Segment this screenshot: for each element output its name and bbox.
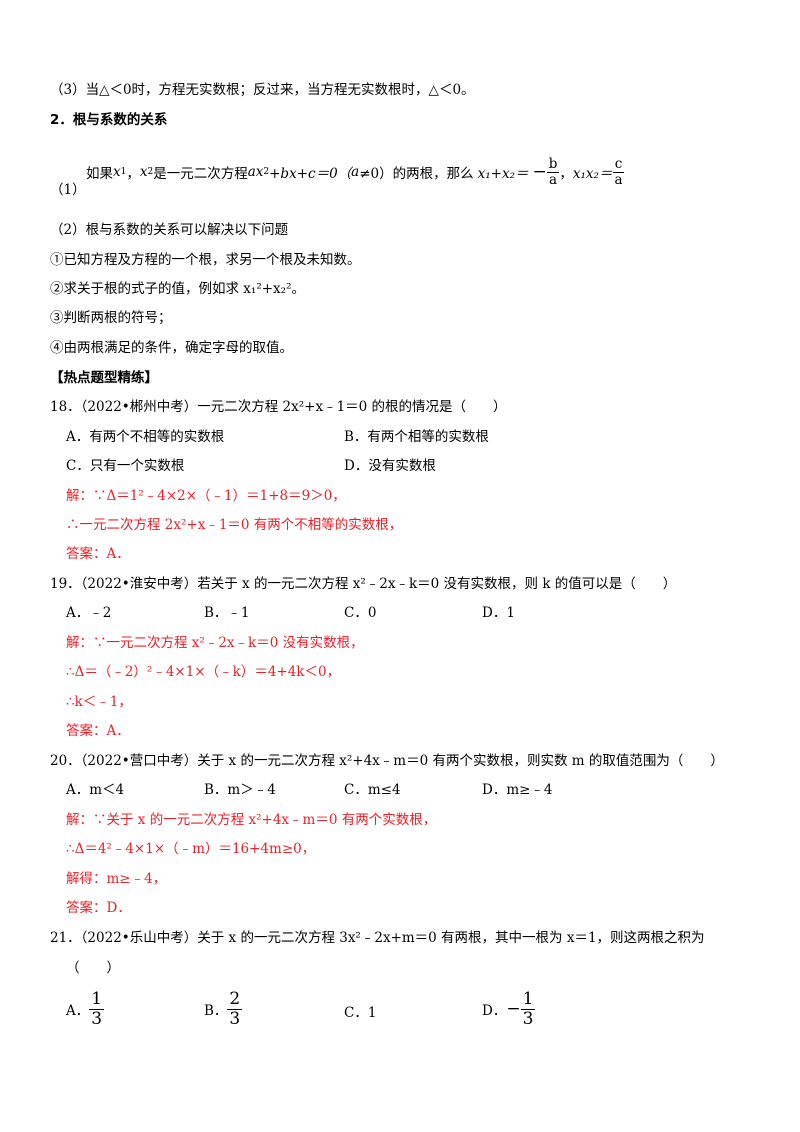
use-item-2: ②求关于根的式子的值，例如求 x₁²+x₂²。 [50,281,305,297]
minus-sign: − [532,162,547,182]
q20-solution-1: 解：∵关于 x 的一元二次方程 x²+4x﹣m＝0 有两个实数根， [66,812,437,828]
frac-den: 3 [229,1008,241,1029]
minus-sign: − [506,999,521,1020]
q18-option-c: C．只有一个实数根 [66,458,185,474]
vieta-cond: ≠0）的两根，那么 [359,166,474,182]
q20-option-d: D．m≥﹣4 [482,782,553,798]
frac-num: b [546,155,560,173]
q19-option-a: A．﹣2 [66,605,112,621]
frac-num: 1 [89,989,105,1010]
prod-lhs: x₁x₂＝ [572,166,613,182]
frac-num: 1 [520,989,536,1010]
use-item-4: ④由两根满足的条件，确定字母的取值。 [50,340,293,356]
vieta-intro: 如果 [86,166,113,182]
q20-solution-3: 解得：m≥﹣4， [66,871,167,887]
frac-num: c [612,155,625,173]
frac-den: a [614,171,623,188]
q21-option-c: C．1 [344,1005,377,1021]
section-2-text: （2）根与系数的关系可以解决以下问题 [50,222,289,238]
q18-solution-2: ∴一元二次方程 2x²+x﹣1＝0 有两个不相等的实数根， [66,517,403,533]
practice-title: 【热点题型精练】 [50,370,158,386]
q20-solution-2: ∴Δ＝4²﹣4×1×（﹣m）＝16+4m≥0， [66,841,316,857]
var-x2: x [139,164,148,180]
q18-option-b: B．有两个相等的实数根 [344,429,489,445]
q21-stem: 21．（2022•乐山中考）关于 x 的一元二次方程 3x²﹣2x+m＝0 有两… [50,930,705,946]
comma: ， [126,166,140,182]
vieta-mid: 是一元二次方程 [153,166,248,182]
q20-option-a: A．m＜4 [66,782,125,798]
q20-answer: 答案：D． [66,900,131,916]
q18-stem: 18．（2022•郴州中考）一元二次方程 2x²+x﹣1＝0 的根的情况是（ ） [50,399,507,415]
frac-den: a [549,171,558,188]
q21-paren: （ ） [66,960,120,976]
eq-ax: ax [247,164,264,180]
var-a: a [351,164,360,180]
q20-stem: 20．（2022•营口中考）关于 x 的一元二次方程 x²+4x﹣m＝0 有两个… [50,753,724,769]
frac-den: 3 [522,1008,534,1029]
q19-option-d: D．1 [482,605,515,621]
q19-solution-1: 解：∵一元二次方程 x²﹣2x﹣k＝0 没有实数根， [66,635,364,651]
q18-answer: 答案：A． [66,546,130,562]
q19-option-b: B．﹣1 [204,605,250,621]
frac-den: 3 [91,1008,103,1029]
q19-answer: 答案：A． [66,723,130,739]
q20-option-b: B．m＞﹣4 [204,782,276,798]
comma: ， [559,166,573,182]
q18-option-d: D．没有实数根 [344,458,436,474]
vieta-label: （1） [50,182,86,198]
q19-stem: 19．（2022•淮安中考）若关于 x 的一元二次方程 x²﹣2x﹣k＝0 没有… [50,576,677,592]
q19-option-c: C．0 [344,605,377,621]
sum-lhs: x₁+x₂＝ [477,166,529,182]
eq-rest: +bx+c＝0（ [269,166,352,182]
section-3-text: （3）当△＜0时，方程无实数根；反过来，当方程无实数根时，△＜0。 [50,82,475,98]
q18-solution-1: 解：∵Δ＝1²﹣4×2×（﹣1）＝1+8＝9＞0， [66,488,346,504]
option-label: A． [66,1003,90,1020]
q19-solution-3: ∴k＜﹣1， [66,694,132,710]
q19-solution-2: ∴Δ＝（﹣2）²﹣4×1×（﹣k）＝4+4k＜0， [66,664,341,680]
use-item-1: ①已知方程及方程的一个根，求另一个根及未知数。 [50,252,361,268]
frac-num: 2 [227,989,243,1010]
var-x1: x [113,164,121,180]
q20-option-c: C．m≤4 [344,782,401,798]
option-label: D． [482,1003,507,1020]
q18-option-a: A．有两个不相等的实数根 [66,429,225,445]
use-item-3: ③判断两根的符号； [50,310,172,326]
option-label: B． [204,1003,228,1020]
section-heading: 2．根与系数的关系 [50,112,168,128]
